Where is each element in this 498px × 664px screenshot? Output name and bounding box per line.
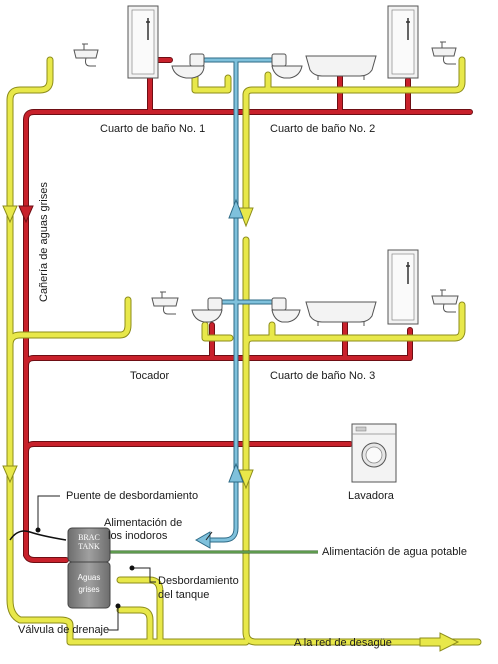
leader-lines: [37, 495, 213, 631]
bathtub-icon: [305, 301, 377, 326]
brac-tank: [67, 527, 111, 609]
bathroom-1-label: Cuarto de baño No. 1: [100, 123, 206, 135]
potable-supply-label: Alimentación de agua potable: [322, 546, 467, 558]
brac-tank-label-line1: BRAC: [78, 533, 100, 542]
overflow-bridge: [9, 530, 67, 541]
toilet-icon: [271, 297, 301, 323]
tank-overflow-label-line1: Desbordamiento: [158, 575, 239, 587]
toilet-supply-label-line1: Alimentación de: [104, 517, 183, 529]
vanity-label: Tocador: [130, 370, 170, 382]
sink-icon: [431, 289, 459, 313]
greywater-flow-arrow: [18, 205, 34, 224]
bathroom-3-label: Cuarto de baño No. 3: [270, 370, 376, 382]
washer-label: Lavadora: [348, 490, 394, 502]
sewer-flow-arrows: [2, 205, 460, 652]
greywater-tank-label-line1: Aguas: [77, 573, 101, 582]
shower-icon: [387, 249, 419, 325]
toilet-supply-pipes: [203, 58, 280, 542]
tank-overflow-label-line2: del tanque: [158, 589, 210, 601]
shower-icon: [387, 5, 419, 79]
greywater-pipe-label: Cañería de aguas grises: [38, 182, 50, 302]
bathroom-2-label: Cuarto de baño No. 2: [270, 123, 376, 135]
sewer-pipes: [7, 57, 481, 645]
washing-machine-icon: [351, 423, 397, 483]
sink-icon: [431, 41, 457, 65]
leader-dots: [35, 527, 135, 609]
toilet-supply-label-line2: los inodoros: [108, 530, 168, 542]
brac-tank-label: BRAC TANK: [68, 533, 110, 551]
sink-icon: [73, 43, 99, 67]
drain-valve-label: Válvula de drenaje: [18, 624, 110, 636]
shower-icon: [127, 5, 159, 79]
sink-icon: [151, 291, 179, 315]
bathtub-icon: [305, 55, 377, 80]
greywater-tank-label: Aguas grises: [68, 572, 110, 596]
brac-tank-label-line2: TANK: [78, 542, 100, 551]
toilet-supply-arrows: [194, 198, 244, 549]
sewer-label: A la red de desagüe: [294, 637, 392, 649]
overflow-bridge-label: Puente de desbordamiento: [66, 490, 199, 502]
toilet-icon: [171, 53, 205, 79]
toilet-icon: [271, 53, 303, 79]
toilet-icon: [191, 297, 223, 323]
greywater-tank-label-line2: grises: [78, 585, 100, 594]
